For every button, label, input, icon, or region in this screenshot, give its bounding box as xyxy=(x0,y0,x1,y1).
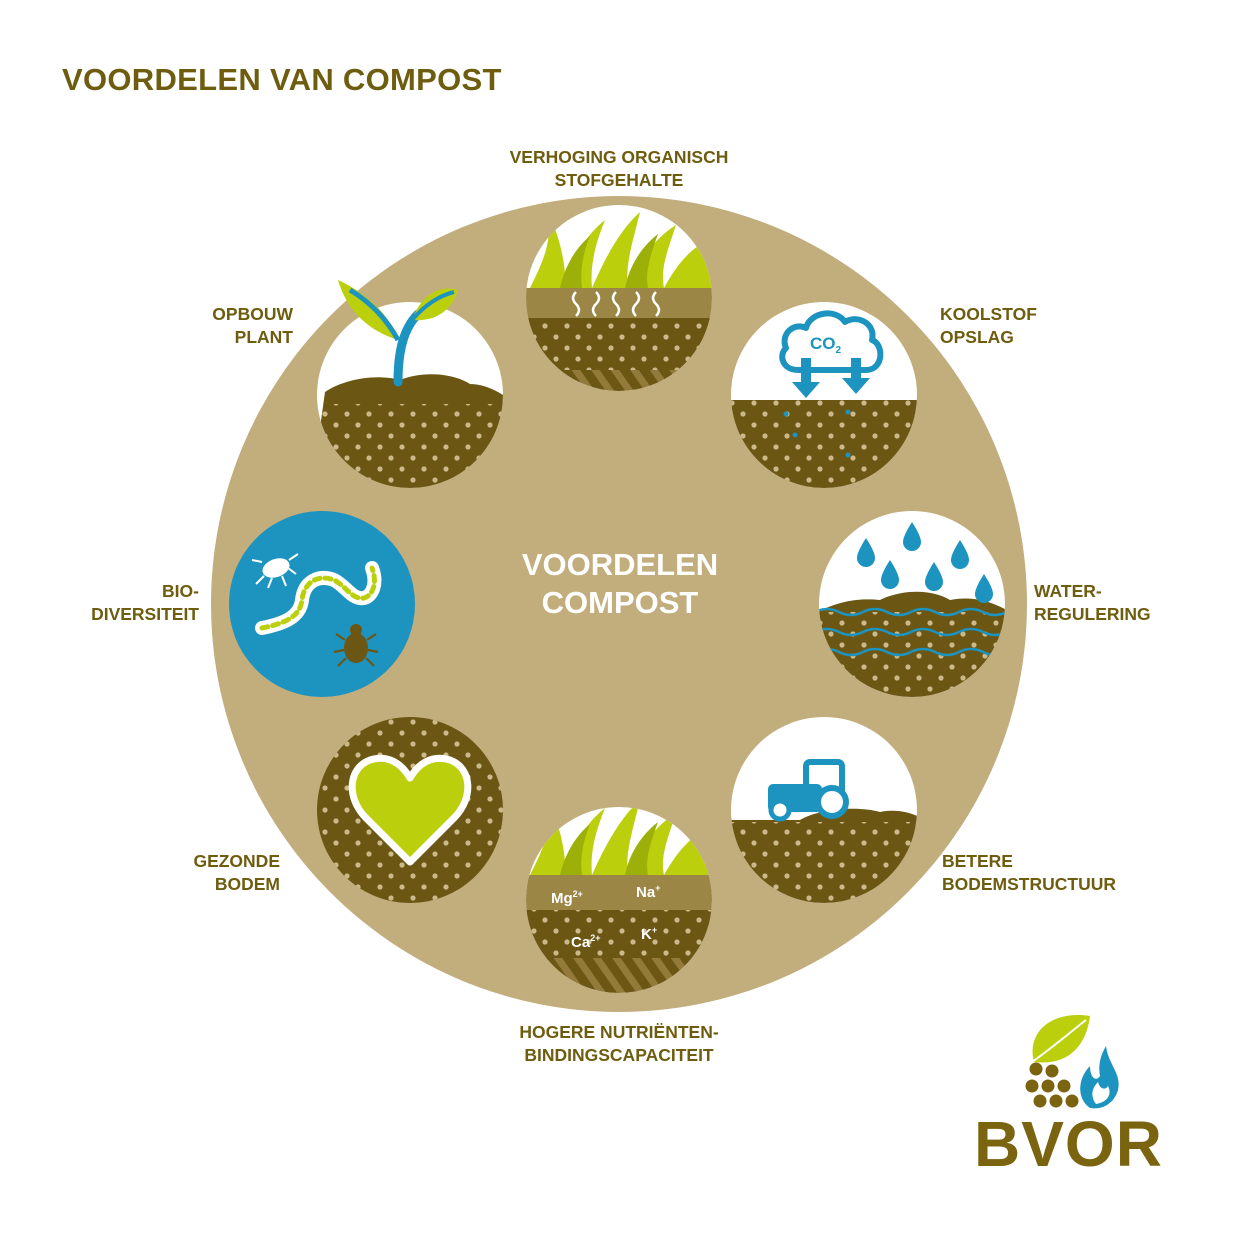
label-soil-structure: BETERE BODEMSTRUCTUUR xyxy=(942,851,1117,894)
nutrient-binding-icon: Mg2+ Na+ Ca2+ K+ xyxy=(526,807,712,993)
label-organic-matter: VERHOGING ORGANISCH STOFGEHALTE xyxy=(509,147,729,190)
biodiversity-icon xyxy=(229,511,415,697)
center-title: VOORDELEN COMPOST xyxy=(521,547,719,620)
label-water-regulation: WATER- REGULERING xyxy=(1034,581,1151,624)
label-nutrient-binding: HOGERE NUTRIËNTEN- BINDINGSCAPACITEIT xyxy=(519,1022,719,1065)
label-plant-growth: OPBOUW PLANT xyxy=(212,304,293,347)
co2-label: CO2 xyxy=(810,334,842,356)
ion-ca: Ca2+ xyxy=(571,933,600,951)
page-title: VOORDELEN VAN COMPOST xyxy=(62,62,502,97)
label-biodiversity: BIO- DIVERSITEIT xyxy=(91,581,199,624)
bvor-logo-text: BVOR xyxy=(974,1108,1163,1180)
ion-mg: Mg2+ xyxy=(551,889,583,907)
organic-matter-icon xyxy=(526,205,712,391)
label-healthy-soil: GEZONDE BODEM xyxy=(193,851,280,894)
healthy-soil-icon xyxy=(317,717,503,903)
water-regulation-icon xyxy=(819,511,1005,697)
ion-k: K+ xyxy=(641,925,657,943)
label-carbon-storage: KOOLSTOF OPSLAG xyxy=(940,304,1037,347)
bvor-logo-mark xyxy=(1025,1015,1119,1109)
ion-na: Na+ xyxy=(636,883,660,901)
